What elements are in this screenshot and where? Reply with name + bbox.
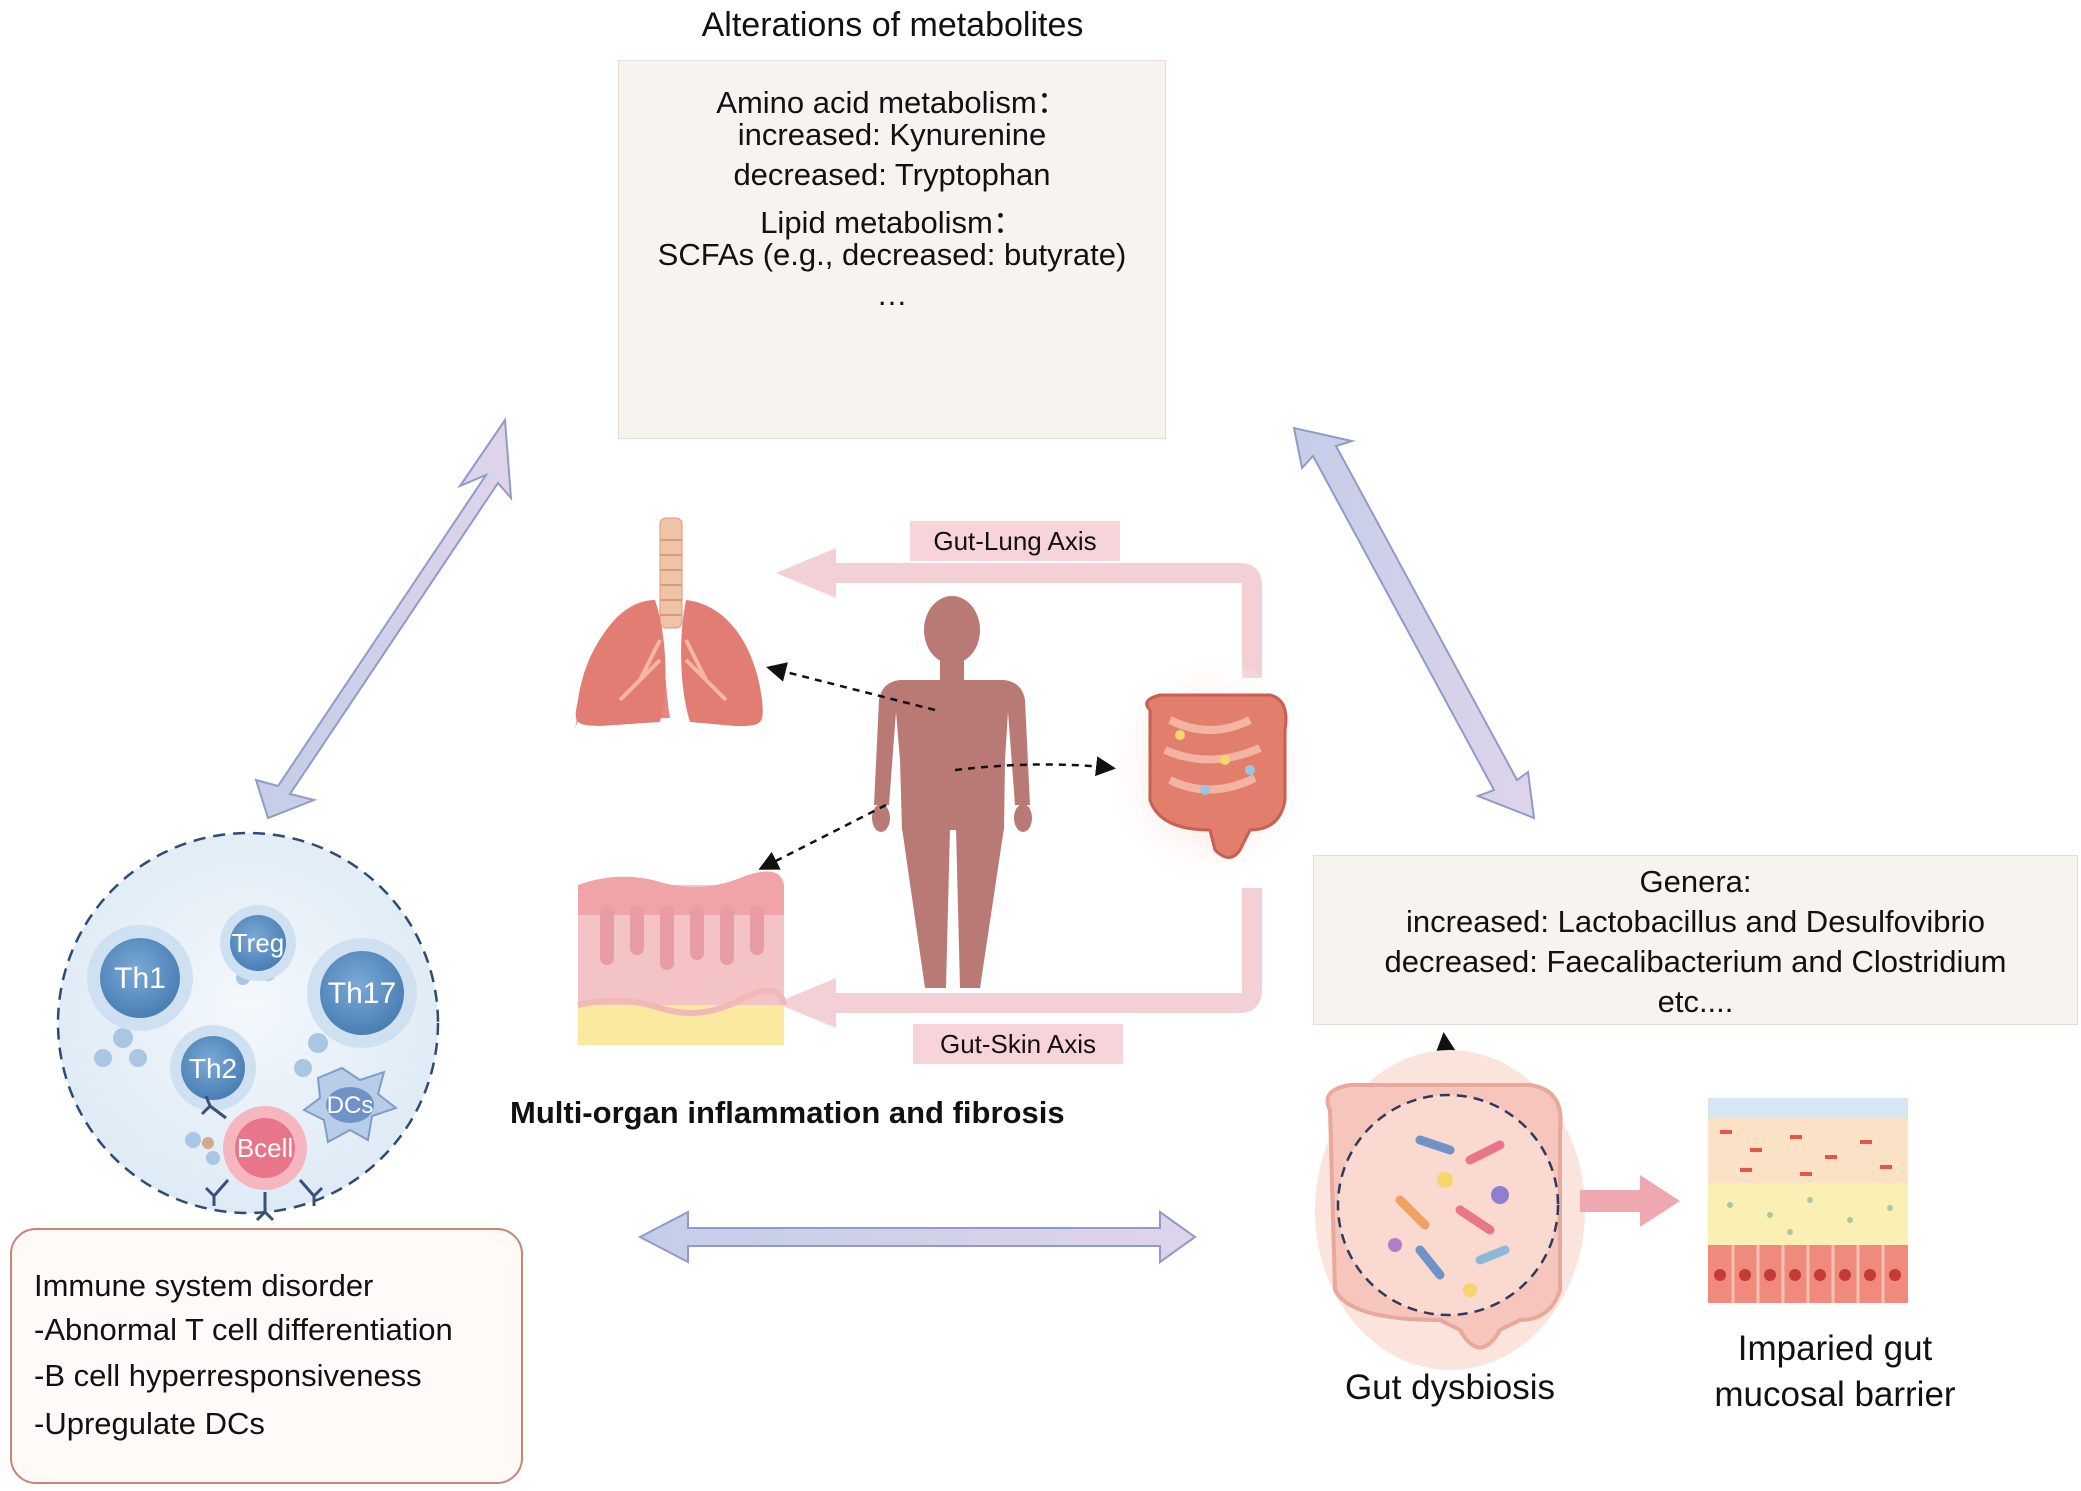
treg-label: Treg bbox=[232, 928, 285, 958]
multi-organ-label: Multi-organ inflammation and fibrosis bbox=[510, 1095, 1065, 1130]
metabolites-line: … bbox=[876, 277, 908, 312]
intestine-illustration bbox=[1110, 660, 1310, 880]
th2-label: Th2 bbox=[189, 1053, 237, 1084]
mucosal-barrier-label: Imparied gut mucosal barrier bbox=[1660, 1326, 2010, 1418]
metabolites-line: increased: Kynurenine bbox=[737, 117, 1047, 152]
metabolites-line: SCFAs (e.g., decreased: butyrate) bbox=[657, 237, 1127, 272]
immune-disorder-box: Immune system disorder -Abnormal T cell … bbox=[10, 1228, 523, 1484]
metabolites-box: Amino acid metabolism： increased: Kynure… bbox=[618, 60, 1166, 439]
double-arrow-bottom bbox=[637, 1210, 1197, 1264]
genera-line: decreased: Faecalibacterium and Clostrid… bbox=[1384, 944, 2007, 979]
human-body-illustration bbox=[872, 596, 1032, 988]
th17-label: Th17 bbox=[328, 977, 396, 1010]
gut-dysbiosis-label: Gut dysbiosis bbox=[1344, 1368, 1556, 1407]
gut-lung-axis-arrow bbox=[776, 548, 1262, 678]
double-arrow-left bbox=[254, 417, 513, 820]
dcs-label: DCs bbox=[327, 1092, 374, 1119]
double-arrow-right bbox=[1292, 426, 1536, 820]
lungs-illustration bbox=[575, 517, 763, 729]
immune-line: -Abnormal T cell differentiation bbox=[34, 1312, 453, 1347]
th1-label: Th1 bbox=[114, 962, 166, 995]
metabolites-line: Amino acid metabolism： bbox=[716, 85, 1068, 120]
gut-skin-axis-label: Gut-Skin Axis bbox=[913, 1024, 1123, 1064]
metabolites-title: Alterations of metabolites bbox=[701, 6, 1084, 44]
mucosal-barrier-line1: Imparied gut bbox=[1737, 1329, 1933, 1368]
bcell-label: Bcell bbox=[237, 1133, 293, 1163]
metabolites-line: Lipid metabolism： bbox=[760, 205, 1024, 240]
genera-line: etc.... bbox=[1657, 984, 1734, 1019]
genera-box: Genera: increased: Lactobacillus and Des… bbox=[1313, 855, 2078, 1025]
dysbiosis-to-barrier-arrow bbox=[1580, 1175, 1680, 1227]
immune-line: Immune system disorder bbox=[34, 1268, 374, 1303]
gut-lung-axis-label: Gut-Lung Axis bbox=[910, 521, 1120, 561]
dashed-connectors bbox=[758, 662, 1456, 1113]
immune-line: -Upregulate DCs bbox=[34, 1406, 265, 1441]
metabolites-line: decreased: Tryptophan bbox=[733, 157, 1051, 192]
mucosal-barrier-illustration bbox=[1708, 1098, 1908, 1303]
immune-line: -B cell hyperresponsiveness bbox=[34, 1358, 422, 1393]
skin-illustration bbox=[577, 871, 787, 1045]
gut-dysbiosis-illustration bbox=[1315, 1050, 1585, 1370]
genera-line: Genera: bbox=[1639, 864, 1752, 899]
immune-cell-circle: Th1 Treg Th17 Th2 DCs Bcell bbox=[56, 831, 440, 1222]
genera-line: increased: Lactobacillus and Desulfovibr… bbox=[1406, 904, 1985, 939]
mucosal-barrier-line2: mucosal barrier bbox=[1714, 1375, 1956, 1414]
gut-skin-axis-arrow bbox=[776, 888, 1262, 1028]
